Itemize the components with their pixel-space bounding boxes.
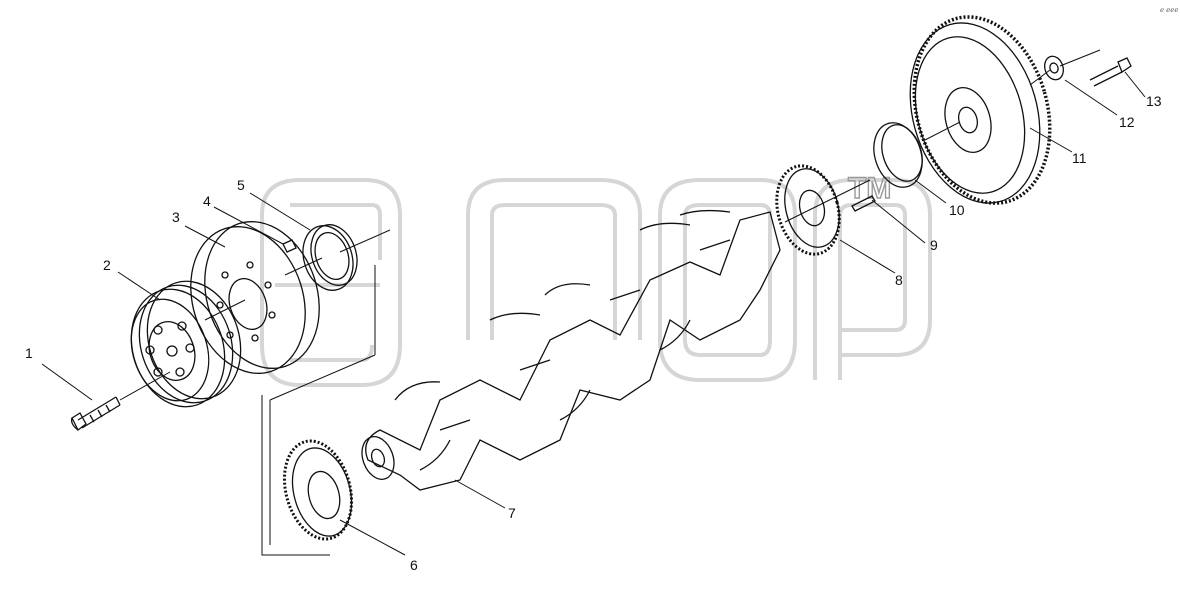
part-dowel-9 — [851, 195, 876, 212]
part-pin-4 — [282, 239, 297, 253]
callout-8: 8 — [895, 272, 903, 288]
callout-9: 9 — [930, 237, 938, 253]
leader-lines — [41, 71, 1146, 556]
callout-11: 11 — [1072, 150, 1087, 166]
callout-7: 7 — [508, 505, 516, 521]
callout-12: 12 — [1119, 114, 1135, 130]
part-washer-12 — [1044, 55, 1064, 81]
callout-13: 13 — [1146, 93, 1162, 109]
part-bolt-1 — [70, 396, 121, 431]
callout-5: 5 — [237, 177, 245, 193]
part-bolt-13 — [1089, 57, 1132, 87]
callout-3: 3 — [172, 209, 180, 225]
callout-2: 2 — [103, 257, 111, 273]
callout-1: 1 — [25, 345, 33, 361]
part-gear-6 — [282, 439, 354, 541]
watermark — [260, 178, 932, 387]
part-crankshaft-7 — [361, 209, 781, 491]
part-damper-3 — [190, 221, 320, 374]
callout-10: 10 — [949, 202, 965, 218]
corner-mark: ℯ ℯℯℯ — [1160, 7, 1179, 14]
callout-4: 4 — [203, 193, 211, 209]
part-ring-10 — [873, 122, 923, 188]
callout-6: 6 — [410, 557, 418, 573]
assembly-axis-lines — [119, 49, 1101, 556]
callout-labels: 1 2 3 4 5 6 7 8 9 10 11 12 13 — [25, 93, 1162, 573]
part-gear-8 — [775, 164, 841, 256]
part-pulley-2 — [130, 280, 242, 408]
